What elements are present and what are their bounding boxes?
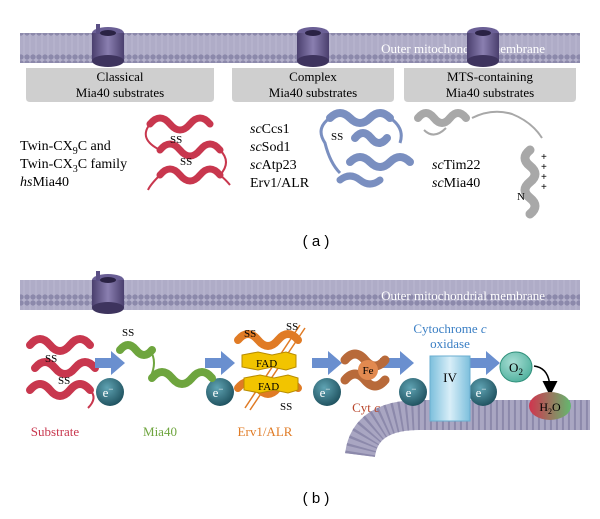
mts-plus-4: +: [541, 182, 547, 193]
category-complex-line1: Complex: [289, 69, 337, 84]
electron-3: e−: [313, 378, 341, 406]
category-mts-line1: MTS-containing: [447, 69, 533, 84]
panel-a: Outer mitochondrial membrane Classical M…: [20, 24, 580, 250]
ss-mia40: SS: [122, 327, 134, 339]
mts-n-terminus: N: [517, 191, 525, 203]
svg-text:e−: e−: [103, 384, 114, 400]
erv1-protein: FAD FAD SS SS SS: [234, 321, 306, 413]
category-complex-line2: Mia40 substrates: [269, 85, 357, 100]
membrane-label-b: Outer mitochondrial membrane: [381, 288, 545, 303]
complex-item-1: scSod1: [250, 140, 290, 155]
mia40-protein: SS: [116, 327, 216, 388]
mts-item-0: scTim22: [432, 158, 481, 173]
category-complex: Complex Mia40 substrates: [232, 68, 394, 102]
ss-erv1-top: SS: [244, 328, 256, 340]
cytc-label: Cyt c: [352, 400, 380, 415]
cox-label-line1: Cytochrome c: [413, 321, 487, 336]
complex-iv-label: IV: [443, 370, 457, 385]
twin-cx3c-label: Twin-CX3C family: [20, 157, 127, 175]
ss-erv1-bottom: SS: [280, 401, 292, 413]
svg-text:e−: e−: [320, 384, 331, 400]
erv1-label: Erv1/ALR: [238, 424, 293, 439]
complex-item-2: scAtp23: [250, 158, 297, 173]
substrate-protein: SS SS: [26, 335, 99, 409]
mia40-label: Mia40: [143, 424, 177, 439]
mts-item-1: scMia40: [432, 176, 480, 191]
ss-erv1-right: SS: [286, 321, 298, 333]
svg-text:e−: e−: [476, 384, 487, 400]
svg-text:e−: e−: [213, 384, 224, 400]
electron-4: e−: [399, 378, 427, 406]
svg-text:e−: e−: [406, 384, 417, 400]
complex-substrate-protein: SS: [319, 109, 414, 188]
category-mts-line2: Mia40 substrates: [446, 85, 534, 100]
import-pore-2: [297, 27, 329, 67]
cox-label-line2: oxidase: [430, 336, 470, 351]
transfer-arrows: [95, 351, 500, 375]
svg-text:O2: O2: [509, 360, 523, 377]
oxygen: O2: [499, 351, 533, 383]
fad-bottom: FAD: [258, 381, 279, 393]
ss-substrate-top: SS: [45, 353, 57, 365]
mts-plus-1: +: [541, 152, 547, 163]
svg-text:H2O: H2O: [539, 400, 561, 416]
substrate-label: Substrate: [31, 424, 80, 439]
category-classical: Classical Mia40 substrates: [26, 68, 214, 102]
fe-label: Fe: [363, 365, 374, 377]
reduction-arrow: [533, 365, 558, 396]
classical-substrate-protein: SS SS: [144, 114, 231, 191]
electron-1: e−: [96, 378, 124, 406]
inner-membrane: [345, 400, 590, 458]
mts-substrate-protein: N + + + +: [414, 109, 547, 219]
membrane-label-a: Outer mitochondrial membrane: [381, 41, 545, 56]
import-pore-3: [467, 27, 499, 67]
import-pore-b: [92, 271, 124, 314]
cytochrome-c: Fe: [340, 349, 390, 391]
complex-substrate-list: scCcs1 scSod1 scAtp23 Erv1/ALR: [250, 122, 310, 191]
import-pore-1: [92, 24, 124, 67]
category-mts: MTS-containing Mia40 substrates: [404, 68, 576, 102]
hs-mia40-label: hsMia40: [20, 175, 69, 190]
mts-plus-2: +: [541, 162, 547, 173]
twin-cx9c-label: Twin-CX9C and: [20, 139, 111, 157]
category-classical-line1: Classical: [97, 69, 144, 84]
caption-a: ( a ): [303, 233, 330, 250]
ss-bond-bottom-a: SS: [180, 156, 192, 168]
panel-b: Outer mitochondrial membrane SS SS Subst…: [20, 271, 590, 507]
complex-item-0: scCcs1: [250, 122, 290, 137]
ss-substrate-bottom: SS: [58, 375, 70, 387]
complex-item-3: Erv1/ALR: [250, 176, 310, 191]
category-classical-line2: Mia40 substrates: [76, 85, 164, 100]
fad-top: FAD: [256, 358, 277, 370]
electron-5: e−: [469, 378, 497, 406]
ss-bond-complex: SS: [331, 131, 343, 143]
complex-iv: IV: [429, 355, 471, 422]
mts-plus-3: +: [541, 172, 547, 183]
electron-2: e−: [206, 378, 234, 406]
ss-bond-top-a: SS: [170, 134, 182, 146]
water: H2O: [529, 392, 571, 420]
caption-b: ( b ): [303, 490, 330, 507]
